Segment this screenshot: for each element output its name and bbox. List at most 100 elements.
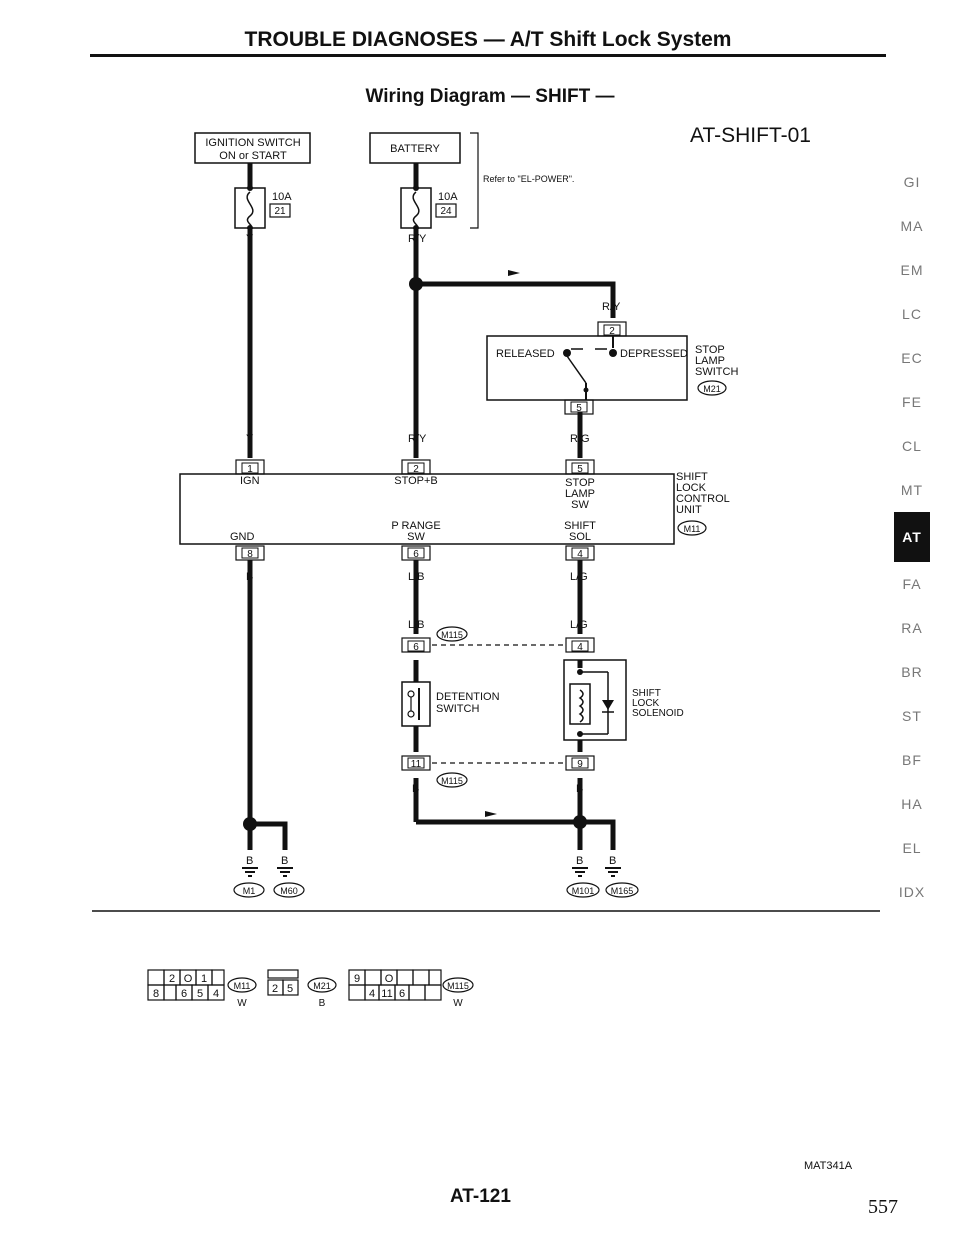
fuse-left-number: 21 xyxy=(274,206,286,217)
c3-bot-3: 6 xyxy=(399,988,405,1000)
unit-pin-sw: 5 xyxy=(577,464,583,475)
ground-left: M1 M60 xyxy=(233,867,305,898)
section-tab-ha[interactable]: HA xyxy=(901,796,923,812)
detention-connector-top: M115 xyxy=(441,630,463,640)
section-tab-ec[interactable]: EC xyxy=(901,350,923,366)
solenoid-pin-bottom: 9 xyxy=(577,759,583,770)
detention-connector-bottom: M115 xyxy=(441,776,463,786)
ground-m1: M1 xyxy=(243,886,256,896)
unit-stop-sw-2: LAMP xyxy=(565,488,595,500)
stop-pin-top: 2 xyxy=(609,326,615,337)
connector-view-m21: 2 5 M21 B xyxy=(267,969,337,1009)
section-tab-ma[interactable]: MA xyxy=(900,218,924,234)
wire-label-b-gnd2: B xyxy=(281,855,288,867)
detention-pin-tl: 6 xyxy=(413,642,419,653)
fuse-right-amp: 10A xyxy=(438,191,458,203)
section-tab-fa[interactable]: FA xyxy=(902,576,922,592)
stop-depressed: DEPRESSED xyxy=(620,348,688,360)
c2-bot-1: 5 xyxy=(287,983,293,995)
fuse-left-amp: 10A xyxy=(272,191,292,203)
page-reference: AT-121 xyxy=(450,1186,511,1207)
arrow-icon xyxy=(508,270,520,276)
unit-stop-sw-1: STOP xyxy=(565,477,595,489)
ground-m60: M60 xyxy=(280,886,298,896)
splice-dot xyxy=(573,815,587,829)
detention-switch: 6 M115 DETENTION SWITCH 11 M115 xyxy=(401,626,566,788)
unit-pin-gnd: 8 xyxy=(247,549,253,560)
section-tab-em[interactable]: EM xyxy=(900,262,924,278)
connector-view-m115: 9 O 4 11 6 M115 W xyxy=(348,969,474,1009)
wire-label-rg: R/G xyxy=(570,433,590,445)
c1-bot-0: 8 xyxy=(153,988,159,1000)
wire-label-b-detention: B xyxy=(412,783,419,795)
section-tab-el[interactable]: EL xyxy=(902,840,922,856)
section-tab-gi[interactable]: GI xyxy=(903,174,921,190)
wire-labels: Y R/Y R/Y Y R/Y R/G B L/B L/G L/B L/G B … xyxy=(246,233,621,867)
wire-label-lb-2: L/B xyxy=(408,619,425,631)
c2-bot-0: 2 xyxy=(272,983,278,995)
wire-label-ry-bottom: R/Y xyxy=(408,433,427,445)
section-tab-at[interactable]: AT xyxy=(894,512,930,562)
unit-pin-stop: 2 xyxy=(413,464,419,475)
refer-note: Refer to "EL-POWER". xyxy=(483,174,574,184)
section-tab-st[interactable]: ST xyxy=(902,708,922,724)
section-tab-ra[interactable]: RA xyxy=(901,620,923,636)
section-tab-lc[interactable]: LC xyxy=(902,306,922,322)
wire-label-b-gnd4: B xyxy=(609,855,616,867)
c1-bot-4: 4 xyxy=(213,988,219,1000)
stop-label-2: LAMP xyxy=(695,355,725,367)
ignition-label-2: ON or START xyxy=(219,150,287,162)
unit-label-1: SHIFT xyxy=(676,471,708,483)
splice-dot xyxy=(243,817,257,831)
ground-right: M101 M165 xyxy=(566,867,639,898)
c1-bot-2: 6 xyxy=(181,988,187,1000)
wire-label-b-solenoid: B xyxy=(576,783,583,795)
figure-code: MAT341A xyxy=(804,1160,853,1172)
ground-m101: M101 xyxy=(572,886,595,896)
connector-view-m11: 2 O 1 8 6 5 4 M11 W xyxy=(147,969,257,1009)
wire-label-b-gnd3: B xyxy=(576,855,583,867)
stop-label-3: SWITCH xyxy=(695,366,738,378)
c2-color: B xyxy=(319,998,326,1009)
stop-label-1: STOP xyxy=(695,344,725,356)
c3-bot-2: 11 xyxy=(381,988,392,1000)
unit-stop-sw-3: SW xyxy=(571,499,589,511)
unit-pin-sol: 4 xyxy=(577,549,583,560)
wire-label-b-gnd1: B xyxy=(246,855,253,867)
solenoid-label-1: SHIFT xyxy=(632,688,661,699)
title-rule xyxy=(90,54,886,57)
stop-lamp-switch: 2 RELEASED DEPRESSED STOP LAMP SWITCH M2… xyxy=(486,321,738,415)
c2-id: M21 xyxy=(313,981,331,991)
section-tab-idx[interactable]: IDX xyxy=(898,884,926,900)
wire-label-ry-top: R/Y xyxy=(408,233,427,245)
battery-label: BATTERY xyxy=(390,143,440,155)
solenoid-label-3: SOLENOID xyxy=(632,708,684,719)
unit-sol-2: SOL xyxy=(569,531,591,543)
section-tab-cl[interactable]: CL xyxy=(902,438,922,454)
section-tab-mt[interactable]: MT xyxy=(900,482,924,498)
unit-connector-id: M11 xyxy=(684,524,701,534)
section-tab-fe[interactable]: FE xyxy=(902,394,922,410)
unit-sol-1: SHIFT xyxy=(564,520,596,532)
page-number: 557 xyxy=(868,1196,898,1218)
section-tab-bf[interactable]: BF xyxy=(902,752,922,768)
section-tab-br[interactable]: BR xyxy=(901,664,923,680)
stop-connector-id: M21 xyxy=(703,384,721,394)
fuse-left: 10A 21 xyxy=(234,185,292,231)
c1-id: M11 xyxy=(234,981,251,991)
stop-released: RELEASED xyxy=(496,348,555,360)
stop-pin-bottom: 5 xyxy=(576,403,582,414)
unit-pin-ign: 1 xyxy=(247,464,253,475)
wire-label-y-top: Y xyxy=(246,233,254,245)
c3-top-0: 9 xyxy=(354,973,360,985)
unit-label-4: UNIT xyxy=(676,504,702,516)
diagram-title: Wiring Diagram — SHIFT — xyxy=(365,86,615,107)
unit-pin-prange: 6 xyxy=(413,549,419,560)
ignition-label-1: IGNITION SWITCH xyxy=(205,137,300,149)
unit-stop-b: STOP+B xyxy=(394,475,438,487)
fuse-right-number: 24 xyxy=(440,206,452,217)
solenoid-pin-top: 4 xyxy=(577,642,583,653)
unit-prange-2: SW xyxy=(407,531,425,543)
ignition-switch-box: IGNITION SWITCH ON or START xyxy=(194,132,311,164)
c3-top-2: O xyxy=(385,973,394,985)
